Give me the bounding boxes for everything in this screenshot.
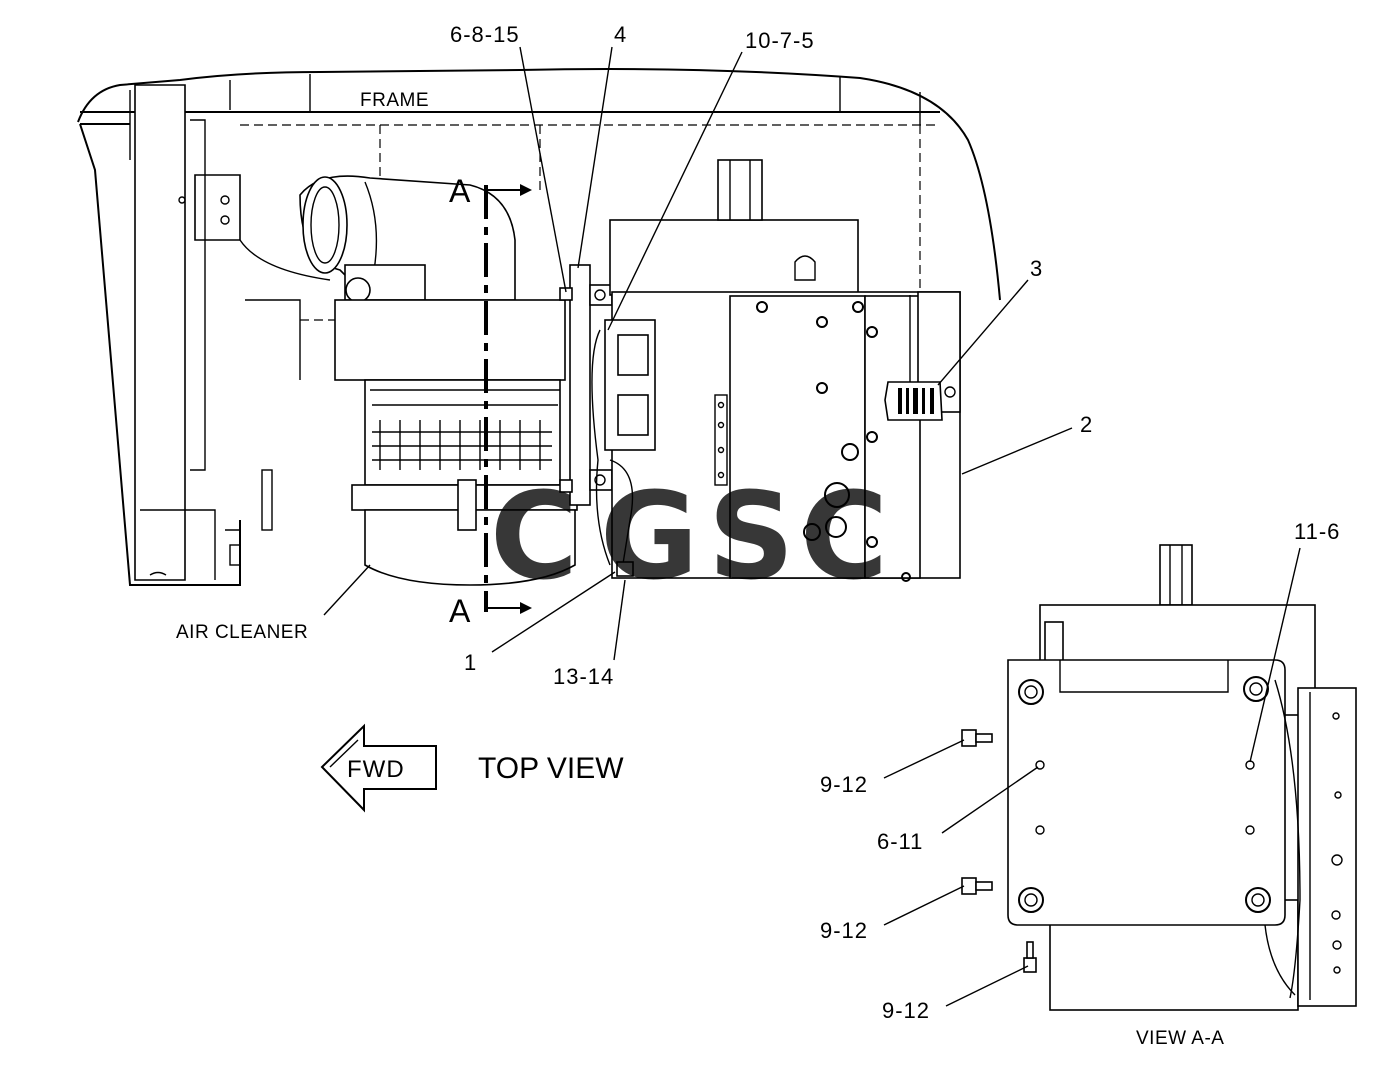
section-a-bottom-label: A (449, 593, 471, 629)
callout-2: 2 (1080, 412, 1093, 437)
air-cleaner (299, 175, 578, 586)
callout-13-14: 13-14 (553, 664, 614, 689)
frame-label: FRAME (360, 90, 429, 111)
mounting-plate (559, 264, 613, 506)
callout-9-12-upper: 9-12 (820, 772, 868, 797)
top-view-label: TOP VIEW (478, 752, 624, 785)
watermark-letter-c1: C (490, 468, 578, 607)
frame-outline (77, 68, 1001, 321)
watermark-logo: C G S C (490, 468, 888, 607)
fwd-label: FWD (347, 756, 405, 783)
side-bracket (79, 84, 331, 586)
callout-6-11: 6-11 (877, 829, 923, 854)
callout-4: 4 (614, 22, 627, 47)
watermark-letter-s: S (708, 468, 794, 607)
screws-9-12 (961, 729, 1037, 973)
fwd-arrow (320, 723, 437, 813)
callout-6-8-15: 6-8-15 (450, 22, 520, 47)
watermark-letter-c2: C (800, 468, 888, 607)
view-aa-nuts (1018, 676, 1271, 913)
leader-lines (323, 46, 1301, 1007)
section-line-a (484, 184, 532, 614)
air-cleaner-label: AIR CLEANER (176, 622, 308, 643)
section-a-top-label: A (449, 173, 471, 209)
main-unit (591, 159, 961, 582)
callout-10-7-5: 10-7-5 (745, 28, 815, 53)
callout-1: 1 (464, 650, 477, 675)
vent-slots (372, 420, 552, 470)
callout-3: 3 (1030, 256, 1043, 281)
callout-9-12-lower: 9-12 (882, 998, 930, 1023)
view-aa-drawing (961, 544, 1357, 1011)
nameplate-label (884, 381, 956, 421)
callout-11-6: 11-6 (1294, 519, 1340, 544)
housing-bolts (756, 301, 911, 582)
watermark-letter-g: G (600, 468, 699, 607)
view-aa-label: VIEW A-A (1136, 1028, 1224, 1049)
callout-9-12-middle: 9-12 (820, 918, 868, 943)
